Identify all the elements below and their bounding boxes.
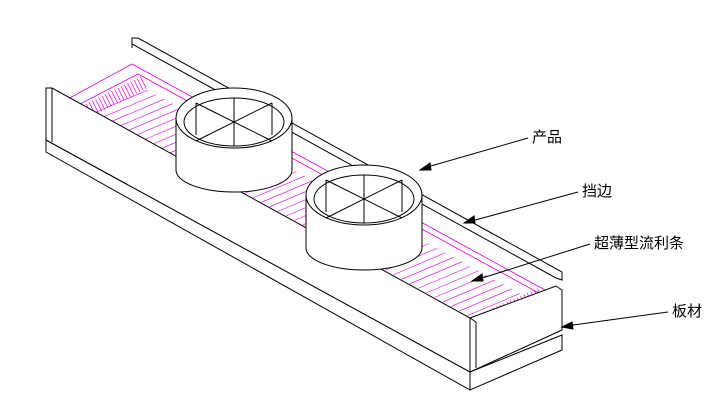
roller-line — [451, 284, 504, 307]
roller-comb-line — [92, 100, 99, 113]
leader-arrows — [418, 137, 669, 330]
roller-line — [95, 89, 149, 113]
roller-line — [261, 180, 314, 203]
product-cylinder-2 — [305, 164, 423, 271]
roller-comb-line — [130, 81, 138, 94]
label-side-rail: 挡边 — [582, 182, 613, 200]
roller-comb-line — [124, 84, 131, 97]
roller-comb-line — [120, 86, 128, 99]
side-rail-front — [45, 87, 563, 373]
label-base-plate: 板材 — [672, 302, 703, 320]
roller-line — [128, 107, 182, 131]
roller-comb-line — [98, 97, 106, 110]
roller-comb-line — [95, 99, 102, 112]
roller-comb-line — [101, 95, 109, 109]
roller-line — [120, 103, 173, 126]
roller-line — [409, 261, 463, 285]
roller-line — [418, 266, 471, 289]
roller-comb-line — [127, 83, 134, 96]
roller-line — [252, 175, 306, 199]
roller-line — [393, 252, 446, 276]
roller-comb-line — [111, 91, 118, 104]
roller-line — [442, 279, 496, 303]
product-cylinder-1 — [175, 87, 293, 193]
roller-line — [104, 94, 157, 117]
roller-line — [426, 270, 479, 294]
roller-comb-line — [117, 87, 125, 101]
label-product: 产品 — [532, 128, 563, 146]
roller-comb-line — [136, 78, 144, 91]
roller-comb-line — [133, 79, 141, 93]
roller-line — [459, 288, 512, 312]
label-roller-strip: 超薄型流利条 — [594, 234, 685, 252]
roller-line — [401, 257, 454, 280]
roller-comb-line — [114, 89, 122, 102]
roller-line — [467, 293, 520, 316]
roller-line — [112, 98, 165, 122]
roller-comb-line — [140, 76, 147, 89]
roller-comb-line — [108, 92, 115, 105]
roller-comb-line — [104, 94, 112, 107]
